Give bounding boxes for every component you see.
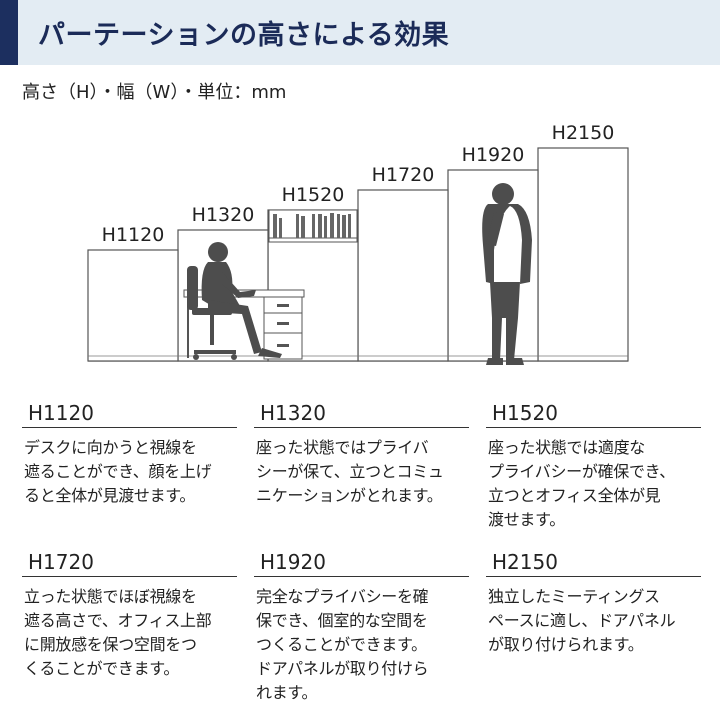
description-title: H1920	[254, 548, 469, 577]
description-title: H2150	[486, 548, 701, 577]
description-text: 座った状態ではプライバ シーが保て、立つとコミュ ニケーションがとれます。	[256, 438, 444, 505]
standing-person-icon	[482, 183, 532, 365]
height-label-h1920: H1920	[462, 144, 525, 166]
units-note: 高さ（H）・幅（W）・単位：mm	[22, 82, 287, 103]
height-label-h1320: H1320	[192, 204, 255, 226]
description-h1920: H1920 完全なプライバシーを確 保でき、個室的な空間を つくることができます…	[254, 548, 469, 705]
partition-h2150	[537, 147, 629, 362]
description-text: 独立したミーティングス ペースに適し、ドアパネル が取り付けられます。	[488, 587, 676, 654]
header-band: パーテーションの高さによる効果	[0, 0, 720, 65]
header-accent-bar	[0, 0, 18, 65]
height-label-h1120: H1120	[102, 224, 165, 246]
description-title: H1520	[486, 399, 701, 428]
bookshelf-icon	[268, 209, 358, 243]
height-label-h2150: H2150	[552, 122, 615, 144]
description-h1720: H1720 立った状態でほぼ視線を 遮る高さで、オフィス上部 に開放感を保つ空間…	[22, 548, 237, 681]
description-text: 座った状態では適度な プライバシーが確保でき、 立つとオフィス全体が見 渡せます…	[488, 438, 675, 529]
height-label-h1520: H1520	[282, 184, 345, 206]
description-h1120: H1120 デスクに向かうと視線を 遮ることができ、顔を上げ ると全体が見渡せま…	[22, 399, 237, 508]
description-title: H1320	[254, 399, 469, 428]
partition-h1720	[357, 189, 449, 362]
description-text: 立った状態でほぼ視線を 遮る高さで、オフィス上部 に開放感を保つ空間をつ くるこ…	[24, 587, 212, 678]
description-h1520: H1520 座った状態では適度な プライバシーが確保でき、 立つとオフィス全体が…	[486, 399, 701, 532]
description-title: H1720	[22, 548, 237, 577]
description-h1320: H1320 座った状態ではプライバ シーが保て、立つとコミュ ニケーションがとれ…	[254, 399, 469, 508]
seated-person-icon	[187, 242, 282, 360]
partition-height-diagram: H1120 H1320 H1520 H1720 H1920 H2150	[87, 122, 629, 365]
height-label-h1720: H1720	[372, 164, 435, 186]
description-title: H1120	[22, 399, 237, 428]
partition-h1120	[87, 249, 179, 362]
description-h2150: H2150 独立したミーティングス ペースに適し、ドアパネル が取り付けられます…	[486, 548, 701, 657]
page-title: パーテーションの高さによる効果	[38, 20, 450, 51]
description-text: 完全なプライバシーを確 保でき、個室的な空間を つくることができます。 ドアパネ…	[256, 587, 429, 702]
description-text: デスクに向かうと視線を 遮ることができ、顔を上げ ると全体が見渡せます。	[24, 438, 212, 505]
